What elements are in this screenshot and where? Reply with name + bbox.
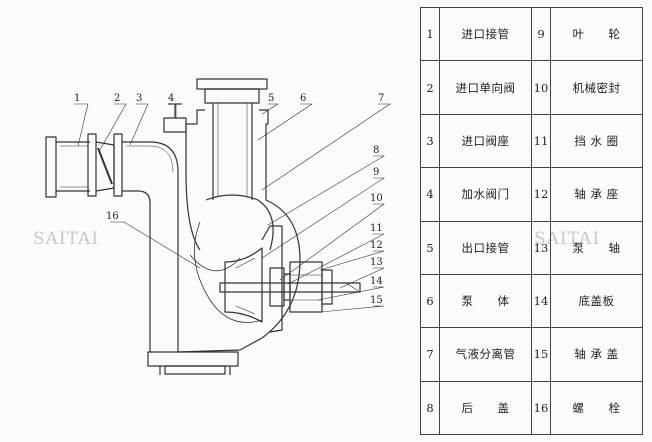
- outlet-pipe: [196, 78, 268, 200]
- part-name: 后 盖: [439, 380, 532, 436]
- watermark-left: SAITAI: [33, 229, 100, 249]
- mechanical-seal: [269, 267, 291, 307]
- part-number: 7: [420, 327, 440, 382]
- part-name: 螺 栓: [550, 380, 643, 436]
- callout-5: 5: [268, 93, 274, 104]
- part-number: 14: [531, 273, 551, 329]
- part-number: 13: [531, 220, 551, 275]
- part-name: 气液分离管: [439, 327, 532, 382]
- part-name: 底盖板: [550, 273, 643, 329]
- bottom-cover-plate: [164, 365, 226, 375]
- inlet-valve-seat: [113, 133, 179, 352]
- pump-body: [147, 109, 301, 375]
- callout-6: 6: [300, 93, 306, 104]
- callout-3: 3: [136, 93, 142, 104]
- part-name: 轴 承 盖: [550, 327, 643, 382]
- part-number: 15: [531, 327, 551, 382]
- inlet-pipe: [45, 136, 90, 198]
- callout-10: 10: [370, 193, 383, 204]
- callout-15: 15: [370, 295, 383, 306]
- pump-cross-section-drawing: 1 2 3 4 5 6 7 8 9 10 11 12 13 14 15 16: [45, 78, 391, 375]
- callout-12: 12: [370, 240, 383, 251]
- part-name: 泵 体: [439, 273, 532, 329]
- gas-liquid-separator: [189, 194, 274, 323]
- part-name: 加水阀门: [439, 167, 532, 222]
- part-name: 进口接管: [439, 6, 532, 62]
- callout-2: 2: [114, 93, 120, 104]
- callout-8: 8: [373, 145, 379, 156]
- callout-4: 4: [168, 93, 174, 104]
- part-name: 出口接管: [439, 220, 532, 275]
- callout-11: 11: [370, 223, 383, 234]
- part-number: 1: [420, 6, 440, 62]
- bearing-seat: [289, 261, 333, 313]
- part-name: 机械密封: [550, 60, 643, 115]
- part-number: 8: [420, 380, 440, 436]
- part-name: 进口阀座: [439, 113, 532, 169]
- part-name: 轴 承 座: [550, 167, 643, 222]
- part-number: 3: [420, 113, 440, 169]
- impeller: [224, 247, 263, 323]
- callout-1: 1: [74, 93, 80, 104]
- part-number: 9: [531, 6, 551, 62]
- callout-7: 7: [378, 93, 384, 104]
- part-number: 4: [420, 167, 440, 222]
- part-name: 进口单向阀: [439, 60, 532, 115]
- callout-13: 13: [370, 257, 383, 268]
- rear-cover: [261, 225, 283, 333]
- callout-14: 14: [370, 276, 383, 287]
- callout-16: 16: [106, 211, 119, 222]
- part-name: 挡 水 圈: [550, 113, 643, 169]
- inlet-check-valve: [87, 133, 115, 197]
- part-name: 泵 轴: [550, 220, 643, 275]
- part-name: 叶 轮: [550, 6, 643, 62]
- part-number: 10: [531, 60, 551, 115]
- part-number: 12: [531, 167, 551, 222]
- part-number: 16: [531, 380, 551, 436]
- part-number: 5: [420, 220, 440, 275]
- callout-9: 9: [373, 167, 379, 178]
- part-number: 11: [531, 113, 551, 169]
- priming-valve: [163, 103, 187, 133]
- part-number: 6: [420, 273, 440, 329]
- part-number: 2: [420, 60, 440, 115]
